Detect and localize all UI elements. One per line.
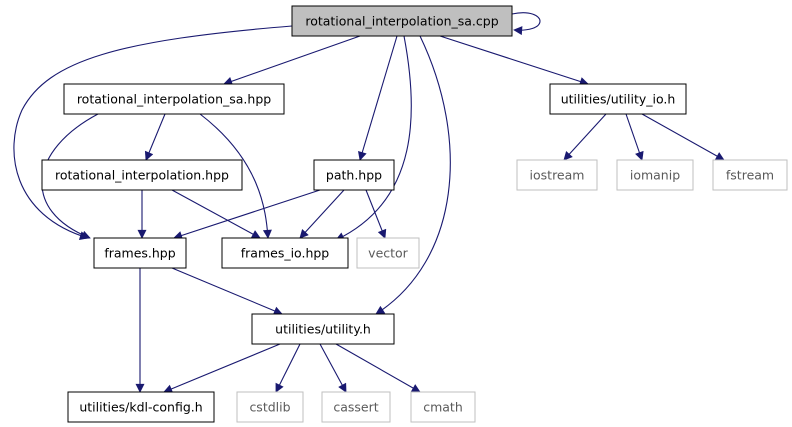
edge-path_hpp-to-vector bbox=[365, 189, 387, 239]
node-box bbox=[67, 391, 215, 423]
node-box bbox=[291, 5, 513, 37]
node-path-hpp[interactable]: path.hpp bbox=[313, 159, 395, 191]
edge-utility_io-to-iostream bbox=[563, 113, 607, 161]
edge-root-to-root bbox=[511, 12, 541, 36]
node-fstream: fstream bbox=[712, 159, 788, 191]
node-box bbox=[41, 159, 243, 191]
node-label: fstream bbox=[726, 168, 774, 183]
node-label: cassert bbox=[333, 400, 378, 415]
node-iomanip: iomanip bbox=[616, 159, 694, 191]
node-label: iomanip bbox=[630, 168, 680, 183]
node-label: frames.hpp bbox=[104, 246, 175, 261]
node-box bbox=[321, 391, 391, 423]
node-box bbox=[93, 237, 187, 269]
node-box bbox=[251, 313, 395, 345]
node-label: utilities/utility.h bbox=[275, 322, 371, 337]
edges-layer bbox=[13, 12, 725, 394]
edge-utility_io-to-iomanip bbox=[625, 113, 644, 161]
edge-utility_h-to-kdl_config bbox=[163, 343, 281, 394]
edge-rot_hpp-to-frames_io bbox=[171, 189, 261, 239]
edge-root-to-path_hpp bbox=[358, 35, 398, 161]
node-box bbox=[63, 83, 285, 115]
edge-frames_hpp-to-utility_h bbox=[171, 267, 283, 316]
node-label: rotational_interpolation.hpp bbox=[55, 168, 229, 183]
node-cmath: cmath bbox=[410, 391, 476, 423]
node-box bbox=[712, 159, 788, 191]
node-utility-h[interactable]: utilities/utility.h bbox=[251, 313, 395, 345]
node-box bbox=[356, 237, 420, 269]
node-label: cstdlib bbox=[249, 400, 290, 415]
edge-sa_hpp-to-frames_io bbox=[199, 113, 272, 239]
nodes-layer: rotational_interpolation_sa.cpp rotationa… bbox=[41, 5, 788, 423]
node-box bbox=[236, 391, 304, 423]
node-label: rotational_interpolation_sa.cpp bbox=[305, 14, 498, 29]
node-cstdlib: cstdlib bbox=[236, 391, 304, 423]
node-box bbox=[516, 159, 598, 191]
node-iostream: iostream bbox=[516, 159, 598, 191]
node-box bbox=[410, 391, 476, 423]
node-rot-hpp[interactable]: rotational_interpolation.hpp bbox=[41, 159, 243, 191]
edge-root-to-sa_hpp bbox=[223, 35, 361, 86]
edge-utility_h-to-cstdlib bbox=[275, 343, 301, 393]
node-root[interactable]: rotational_interpolation_sa.cpp bbox=[291, 5, 513, 37]
node-label: utilities/utility_io.h bbox=[561, 92, 676, 107]
node-label: iostream bbox=[530, 168, 585, 183]
node-frames-io[interactable]: frames_io.hpp bbox=[221, 237, 349, 269]
edge-path_hpp-to-frames_hpp bbox=[173, 189, 321, 240]
node-label: utilities/kdl-config.h bbox=[79, 400, 202, 415]
node-label: cmath bbox=[423, 400, 463, 415]
edge-root-to-frames_hpp bbox=[13, 25, 293, 240]
node-utility-io[interactable]: utilities/utility_io.h bbox=[549, 83, 687, 115]
edge-utility_io-to-fstream bbox=[641, 113, 725, 161]
node-sa-hpp[interactable]: rotational_interpolation_sa.hpp bbox=[63, 83, 285, 115]
edge-utility_h-to-cmath bbox=[335, 343, 421, 393]
edge-sa_hpp-to-rot_hpp bbox=[144, 113, 166, 161]
node-vector: vector bbox=[356, 237, 420, 269]
node-box bbox=[549, 83, 687, 115]
edge-root-to-utility_io bbox=[439, 35, 589, 86]
node-kdl-config[interactable]: utilities/kdl-config.h bbox=[67, 391, 215, 423]
edge-root-to-frames_io bbox=[335, 35, 412, 241]
edge-path_hpp-to-frames_io bbox=[299, 189, 345, 239]
node-box bbox=[313, 159, 395, 191]
edge-utility_h-to-cassert bbox=[319, 343, 347, 393]
node-label: rotational_interpolation_sa.hpp bbox=[77, 92, 271, 107]
node-cassert: cassert bbox=[321, 391, 391, 423]
edge-root-to-utility_h bbox=[375, 35, 451, 315]
node-box bbox=[221, 237, 349, 269]
node-label: vector bbox=[368, 246, 409, 261]
node-box bbox=[616, 159, 694, 191]
node-label: frames_io.hpp bbox=[241, 246, 330, 261]
node-frames-hpp[interactable]: frames.hpp bbox=[93, 237, 187, 269]
node-label: path.hpp bbox=[326, 168, 382, 183]
